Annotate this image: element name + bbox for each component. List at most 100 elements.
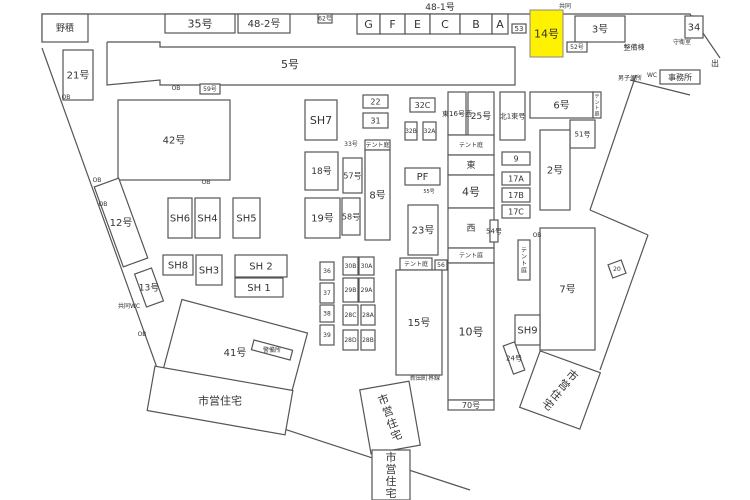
building-outline (304, 99, 338, 141)
building-b23 (407, 204, 439, 256)
building-outline (539, 227, 596, 351)
building-label: 28D (344, 337, 357, 344)
building-outline (234, 277, 284, 298)
building-b30a (358, 256, 375, 276)
building-label: 17C (508, 207, 524, 216)
building-b8 (364, 149, 391, 241)
building-label: G (364, 18, 373, 31)
building-label: 警備所 (263, 346, 281, 354)
building-label: 62号 (318, 16, 332, 23)
building-b2 (539, 129, 571, 211)
building-outline (362, 112, 389, 129)
building-label: 57号 (343, 171, 361, 180)
building-label: 30B (345, 263, 357, 270)
building-shiei1 (146, 365, 294, 436)
building-b24 (502, 341, 526, 375)
building-label: 市営住宅 (376, 391, 404, 444)
building-outline (319, 261, 335, 281)
building-outline (371, 449, 411, 500)
building-outline (342, 304, 359, 326)
building-label: 56 (437, 262, 445, 269)
building-label: 28A (362, 312, 375, 319)
building-b13 (133, 267, 165, 308)
building-outline (319, 304, 335, 323)
building-b17b (501, 187, 531, 203)
building-label: B (472, 18, 480, 31)
building-label: 18号 (311, 166, 331, 177)
building-outline (409, 97, 436, 113)
building-b29b (342, 277, 359, 303)
building-label: SH9 (517, 326, 537, 337)
building-label: 守衛室 (673, 38, 691, 46)
building-outline (592, 91, 602, 119)
building-label: OB (99, 201, 108, 208)
building-label: 市営住宅 (198, 393, 242, 407)
building-b7 (539, 227, 596, 351)
building-b36 (319, 261, 335, 281)
building-outline (164, 13, 236, 34)
building-b1 (499, 91, 526, 141)
building-label: OB (533, 232, 542, 239)
building-b42 (117, 99, 231, 181)
building-b57 (342, 157, 363, 194)
building-label: 新田町界線 (410, 374, 440, 382)
building-outline (341, 197, 361, 236)
building-label: 西 (466, 223, 475, 234)
building-label: 10号 (459, 325, 484, 338)
building-label: 7号 (559, 284, 575, 296)
building-label: SH 2 (249, 262, 272, 273)
building-b35 (164, 13, 236, 34)
building-label: 2号 (547, 165, 563, 177)
building-b10 (447, 262, 495, 401)
building-label: 17B (508, 191, 524, 200)
building-b17a (501, 171, 531, 186)
building-b22 (362, 94, 389, 109)
building-b4 (447, 174, 495, 209)
building-label: 38 (323, 311, 331, 318)
building-label: 31 (370, 116, 380, 125)
building-label: 5号 (281, 58, 299, 71)
building-label: 19号 (311, 213, 334, 225)
building-label: 54号 (486, 228, 502, 236)
building-label: 32C (415, 101, 431, 110)
building-outline (501, 171, 531, 186)
building-b38 (319, 304, 335, 323)
building-b30b (342, 256, 359, 276)
building-label: 33号 (344, 141, 358, 148)
building-b9 (501, 151, 531, 166)
building-label: 出 (711, 58, 719, 68)
building-label: 41号 (224, 347, 247, 359)
building-outline (41, 13, 89, 43)
building-shiei3: 市営住宅 (371, 449, 411, 500)
building-b53 (511, 23, 527, 34)
building-label: C (441, 18, 449, 31)
building-b20 (607, 259, 627, 279)
building-label: 39 (323, 332, 331, 339)
building-b12 (93, 177, 149, 268)
building-outline (362, 94, 389, 109)
building-label: 59号 (203, 86, 217, 93)
building-outline (566, 41, 588, 53)
building-outline (342, 157, 363, 194)
building-label: 9 (513, 154, 518, 163)
building-label: 29A (361, 287, 374, 294)
building-label: 53 (515, 25, 524, 33)
building-outline (447, 399, 495, 411)
building-outline (569, 119, 596, 149)
building-outline (607, 259, 627, 279)
building-b28a (360, 304, 376, 326)
building-label: OB (93, 177, 102, 184)
building-label: テント庭 (459, 252, 483, 260)
building-label: 22 (370, 97, 380, 106)
building-outline (304, 151, 339, 191)
building-shiei2: 市営住宅 (359, 380, 421, 455)
building-outline (358, 277, 375, 303)
building-label: 3号 (592, 24, 608, 36)
building-outline (93, 177, 149, 268)
building-yazumi (41, 13, 89, 43)
building-outline (539, 129, 571, 211)
building-b19 (304, 197, 341, 239)
building-label: 共同 (559, 2, 571, 10)
building-outline (319, 324, 335, 346)
building-outline (162, 254, 194, 276)
